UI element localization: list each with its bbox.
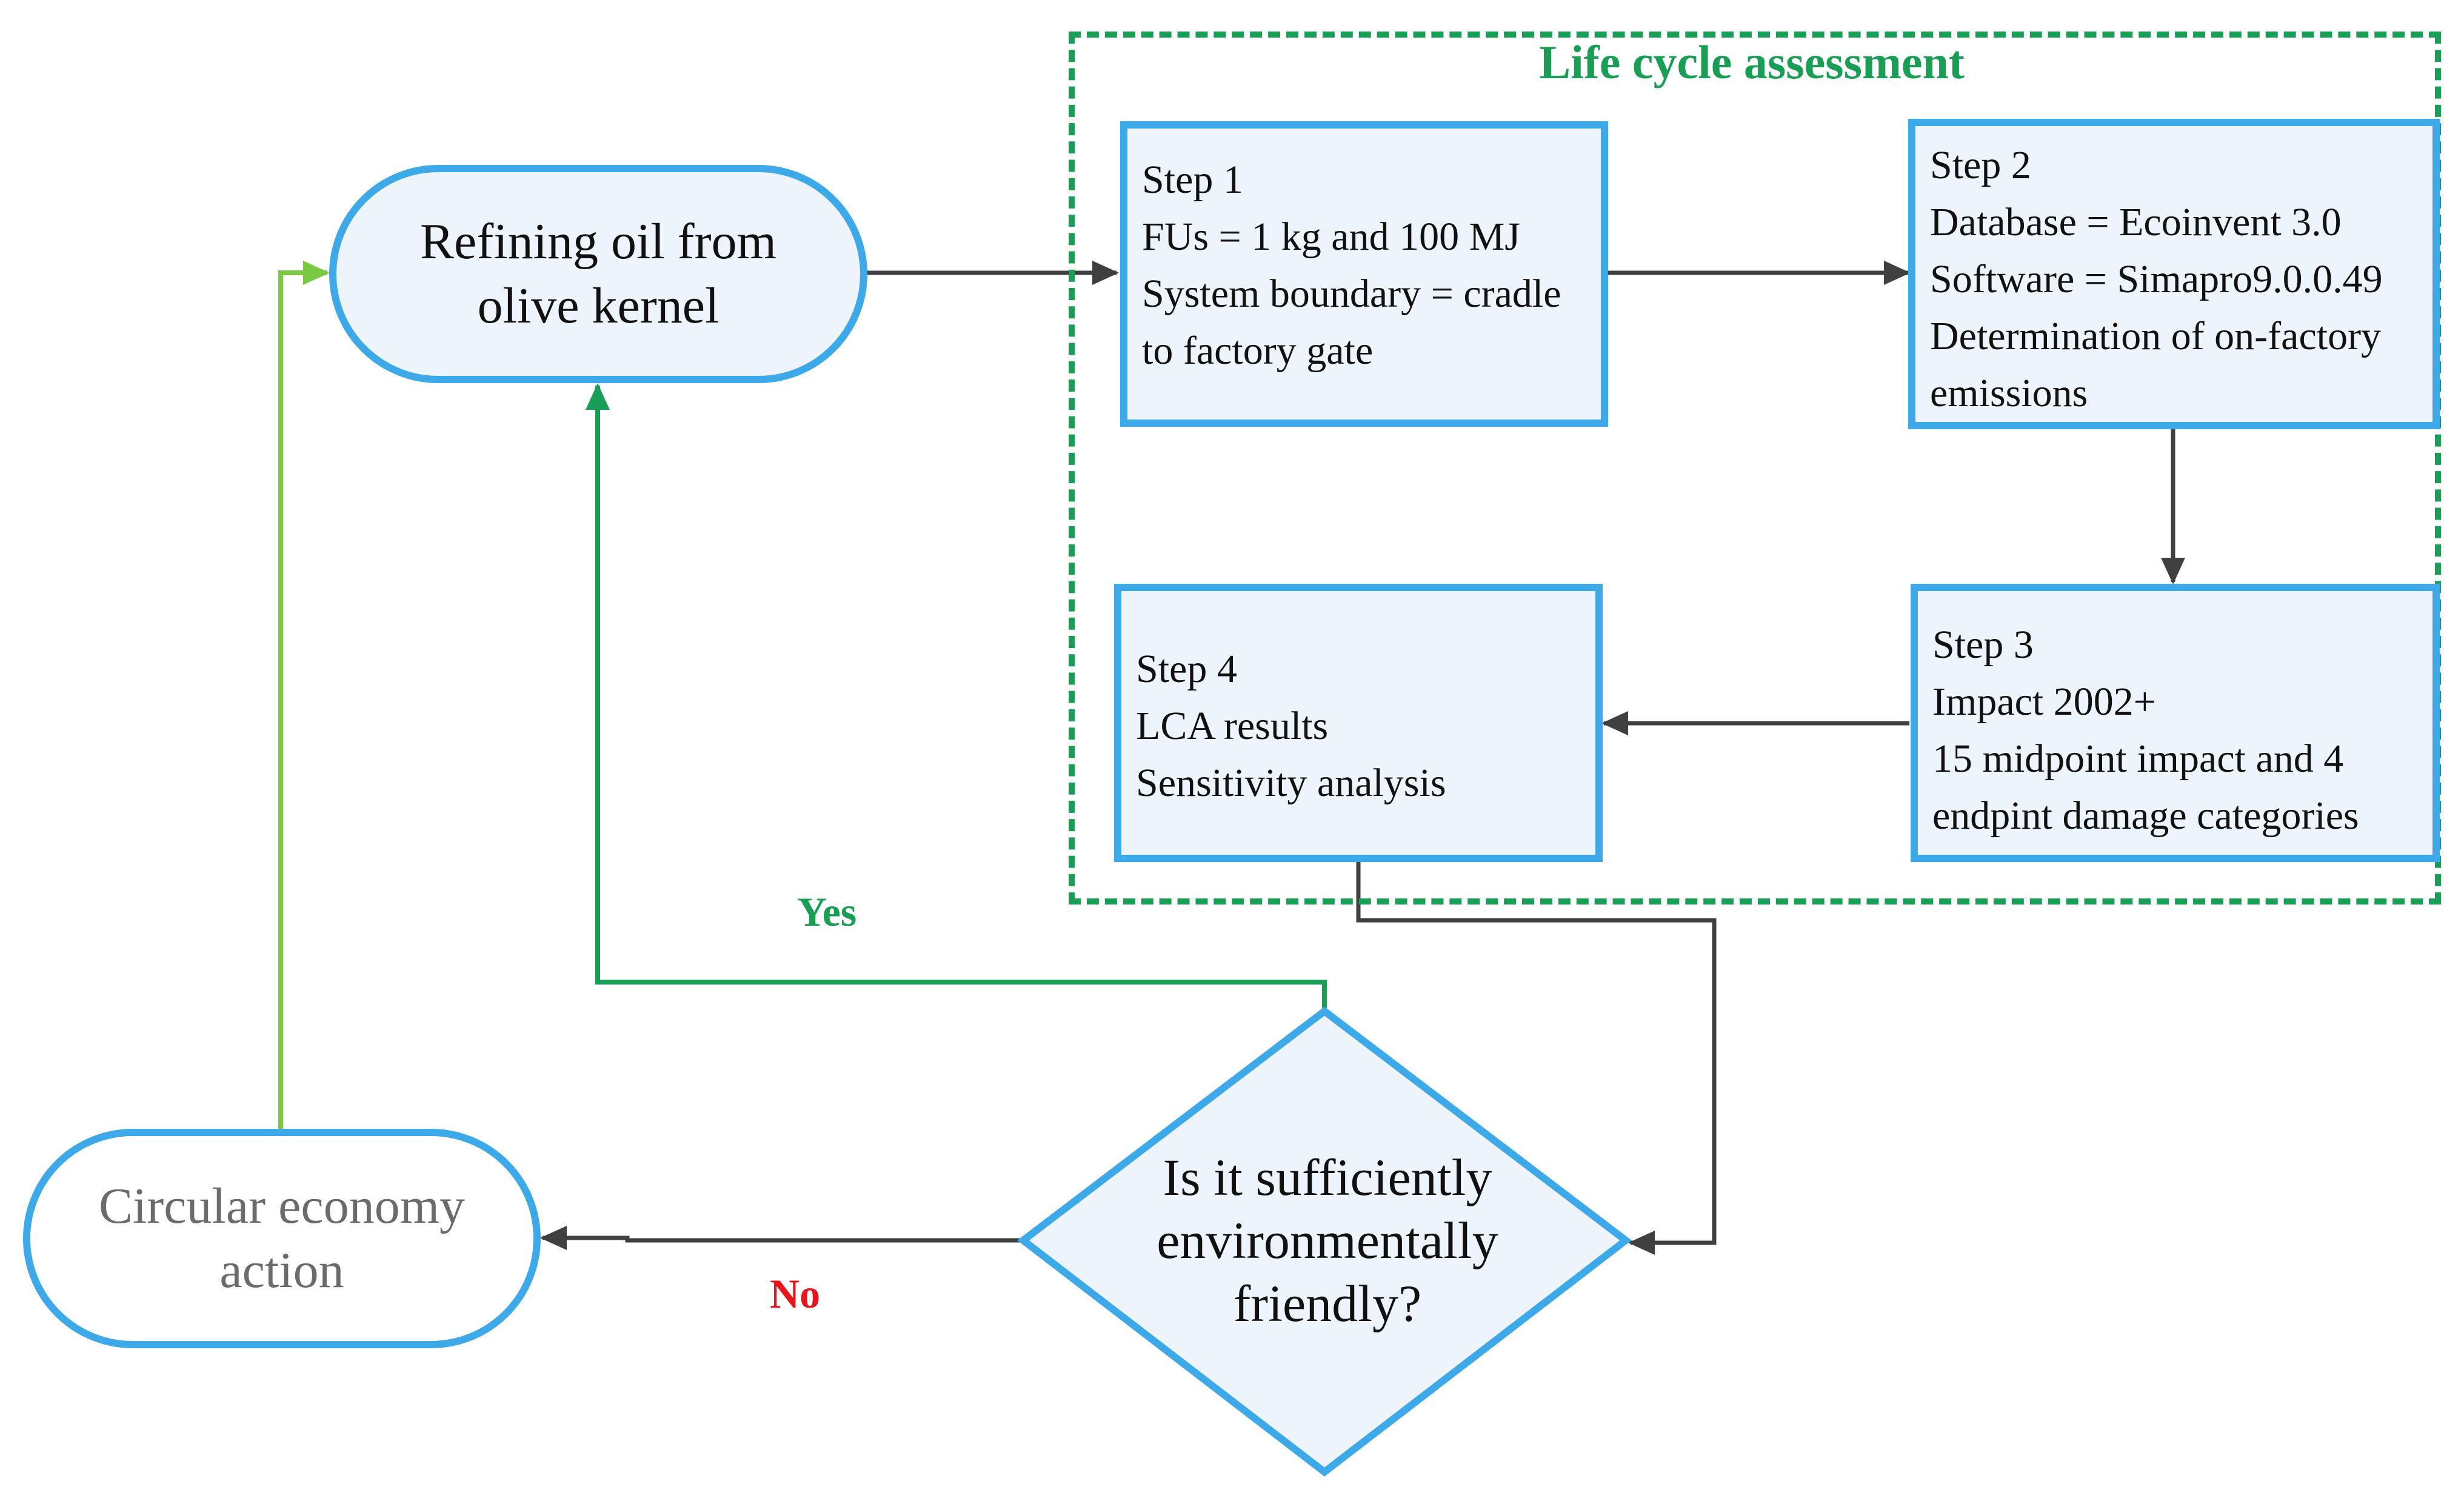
decision-line-2: environmentally <box>1157 1211 1498 1269</box>
step3-line-2: 15 midpoint impact and 4 <box>1932 737 2344 781</box>
step2-box: Step 2 Database = Ecoinvent 3.0 Software… <box>1908 119 2440 429</box>
step3-line-1: Impact 2002+ <box>1932 680 2156 724</box>
decision-label: Is it sufficiently environmentally frien… <box>1055 1146 1600 1335</box>
no-label: No <box>770 1271 821 1317</box>
circular-line-1: Circular economy <box>98 1178 466 1234</box>
step2-title: Step 2 <box>1930 143 2031 187</box>
decision-line-3: friendly? <box>1233 1274 1422 1332</box>
arrow-circular-to-refining <box>278 261 330 1129</box>
lca-title: Life cycle assessment <box>1539 36 1965 89</box>
step4-line-2: Sensitivity analysis <box>1136 761 1446 805</box>
lca-region <box>1069 32 2441 904</box>
yes-label: Yes <box>797 889 857 935</box>
step1-line-1: FUs = 1 kg and 100 MJ <box>1142 215 1520 259</box>
arrow-decision-to-circular <box>540 1226 1023 1250</box>
step2-line-2: Software = Simapro9.0.0.49 <box>1930 257 2383 301</box>
circular-node: Circular economy action <box>23 1129 541 1348</box>
step1-box: Step 1 FUs = 1 kg and 100 MJ System boun… <box>1120 121 1608 427</box>
step2-line-4: emissions <box>1930 371 2088 415</box>
refining-node: Refining oil from olive kernel <box>329 165 867 383</box>
decision-line-1: Is it sufficiently <box>1163 1148 1492 1206</box>
step1-line-2: System boundary = cradle <box>1142 272 1561 316</box>
step3-box: Step 3 Impact 2002+ 15 midpoint impact a… <box>1911 584 2440 862</box>
refining-line-1: Refining oil from <box>420 213 776 270</box>
step2-line-1: Database = Ecoinvent 3.0 <box>1930 200 2342 244</box>
step4-line-1: LCA results <box>1136 704 1329 748</box>
refining-line-2: olive kernel <box>477 278 720 334</box>
step1-title: Step 1 <box>1142 158 1243 202</box>
decision-diamond <box>1017 1006 1632 1477</box>
step3-title: Step 3 <box>1932 623 2034 667</box>
step1-line-3: to factory gate <box>1142 329 1374 373</box>
circular-line-2: action <box>219 1242 344 1299</box>
step4-box: Step 4 LCA results Sensitivity analysis <box>1114 584 1603 862</box>
step2-line-3: Determination of on-factory <box>1930 314 2382 358</box>
step3-line-3: endpint damage categories <box>1932 794 2359 838</box>
arrow-decision-to-refining <box>586 383 1327 1011</box>
step4-title: Step 4 <box>1136 647 1237 691</box>
